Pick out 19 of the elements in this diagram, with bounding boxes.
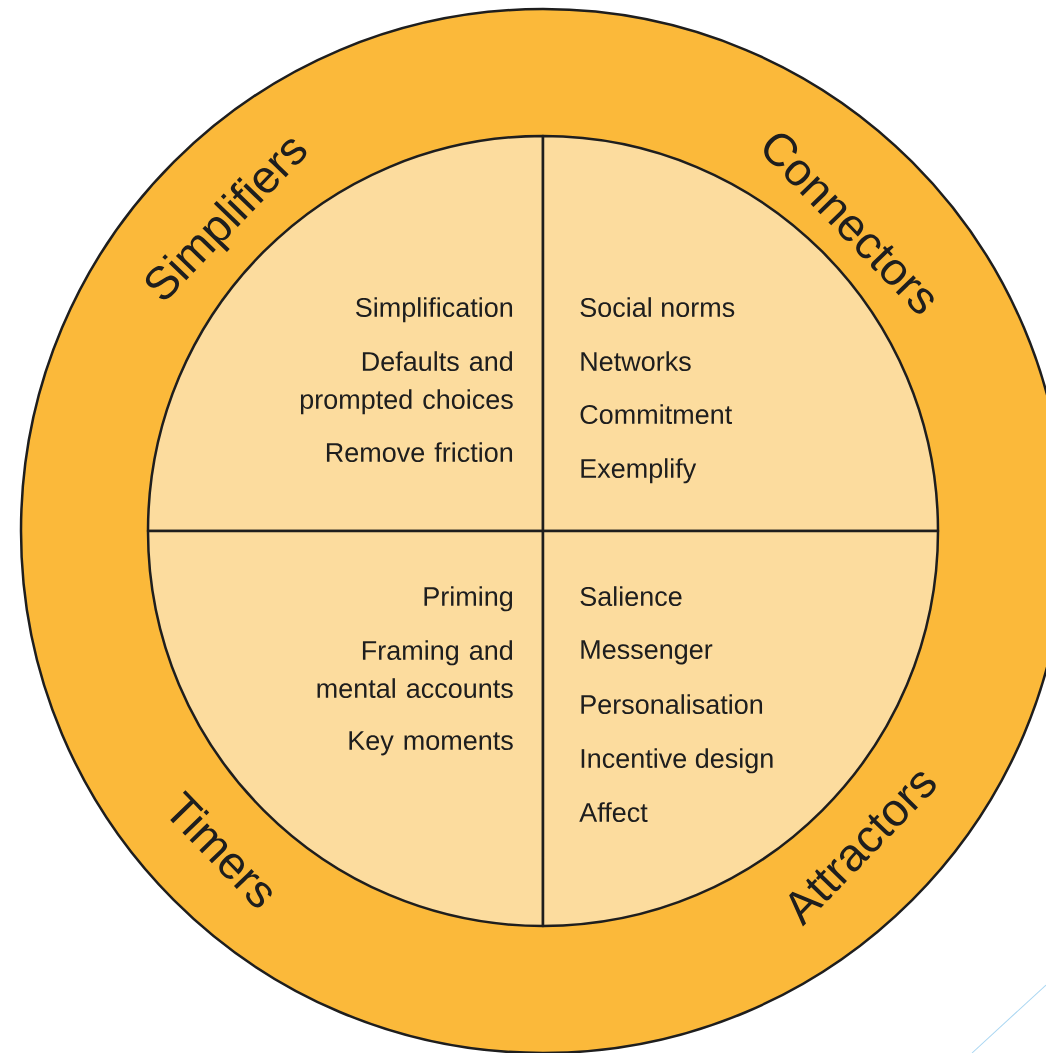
list-item: Framing and mental accounts [317, 640, 513, 699]
list-item: Priming [424, 586, 513, 612]
quadrant-panel [541, 529, 940, 928]
list-item: Key moments [349, 731, 513, 756]
quadrant-panel [146, 134, 545, 533]
list-item: Remove friction [326, 442, 512, 463]
list-item: Messenger [581, 640, 713, 665]
list-item: Affect [579, 802, 648, 822]
list-item: Commitment [580, 404, 732, 425]
list-item: Defaults and prompted choices [300, 351, 513, 415]
list-item: Exemplify [581, 458, 697, 484]
list-item: Salience [580, 586, 682, 607]
list-item: Incentive design [581, 748, 773, 774]
list-item: Personalisation [581, 694, 763, 715]
quadrant-panel [541, 134, 940, 533]
list-item: Social norms [580, 297, 735, 318]
list-item: Networks [581, 351, 691, 372]
list-item: Simplification [355, 297, 512, 323]
quadrant-panel [146, 529, 545, 928]
